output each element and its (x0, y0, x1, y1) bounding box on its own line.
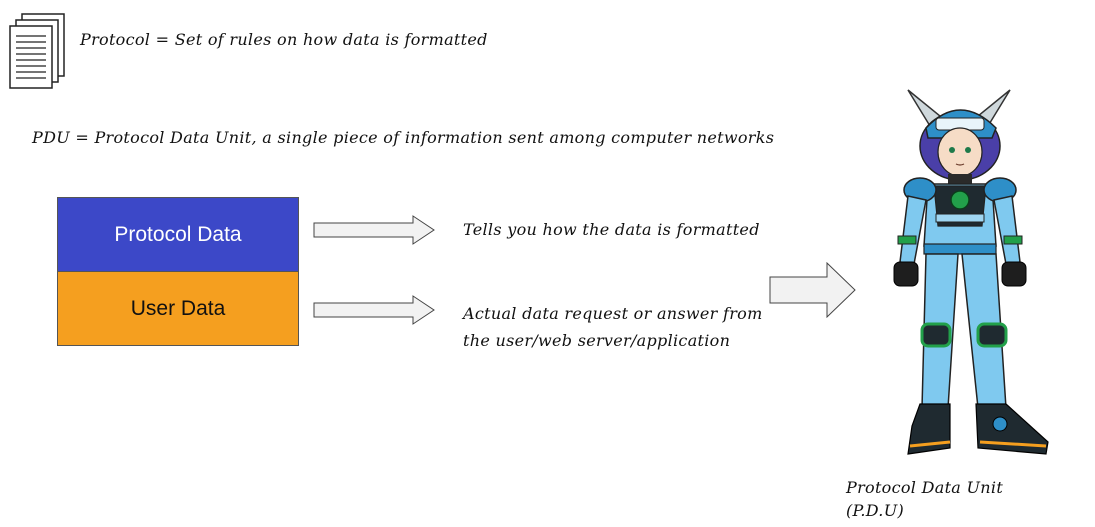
protocol-data-segment: Protocol Data (58, 198, 298, 272)
user-data-description-line-2: the user/web server/application (463, 331, 731, 350)
user-data-segment: User Data (58, 272, 298, 345)
user-data-description: Actual data request or answer from the u… (463, 300, 763, 354)
right-arrow-icon (313, 295, 435, 325)
right-arrow-icon (313, 215, 435, 245)
mascot-caption-line-2: (P.D.U) (846, 501, 905, 520)
pdu-block: Protocol Data User Data (57, 197, 299, 346)
pdu-mascot-illustration (893, 89, 1049, 455)
pdu-definition: PDU = Protocol Data Unit, a single piece… (32, 128, 775, 147)
document-stack-icon (9, 13, 65, 89)
mascot-caption-line-1: Protocol Data Unit (846, 478, 1004, 497)
big-right-arrow-icon (769, 262, 856, 318)
mascot-caption: Protocol Data Unit (P.D.U) (846, 476, 1003, 522)
protocol-data-description: Tells you how the data is formatted (463, 220, 760, 239)
user-data-description-line-1: Actual data request or answer from (463, 304, 763, 323)
protocol-definition: Protocol = Set of rules on how data is f… (80, 30, 488, 49)
